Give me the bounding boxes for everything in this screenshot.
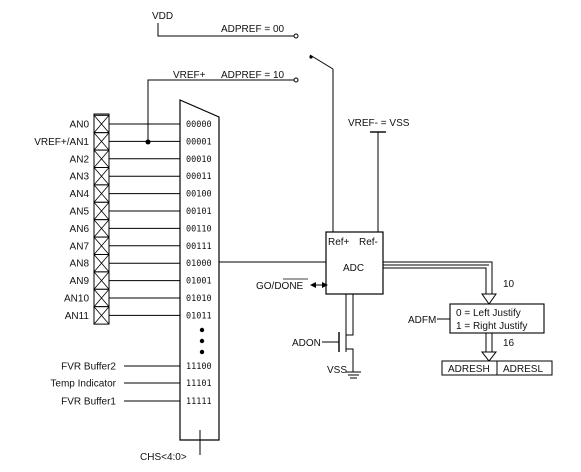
- pin-cross-b: [93, 115, 110, 133]
- channel-code: 01000: [186, 259, 212, 269]
- adpref-switch: [309, 54, 334, 70]
- adon-drain: [346, 294, 354, 336]
- channel-label: AN7: [70, 241, 90, 252]
- vref-minus-label: VREF- = VSS: [348, 118, 410, 129]
- bus10-arrow: [481, 293, 497, 305]
- bus16-label: 16: [503, 338, 515, 349]
- channel-code: 00001: [186, 137, 212, 147]
- channel-label: AN3: [70, 172, 90, 183]
- channel-label: AN9: [70, 276, 90, 287]
- internal-channel-code: 11111: [186, 397, 212, 407]
- adc-block: [325, 231, 384, 295]
- internal-channel-code: 11101: [186, 379, 212, 389]
- channel-code: 01011: [186, 311, 212, 321]
- channel-code: 00101: [186, 207, 212, 217]
- mux-select-codes: 00000 00001 00010 00011 00100 00101 00110 00111…: [186, 120, 212, 407]
- adfm-label: ADFM: [408, 315, 436, 326]
- pin-cross-b: [93, 236, 110, 255]
- channel-labels: AN0VREF+/AN1AN2AN3AN4AN5AN6AN7AN8AN9AN10…: [34, 120, 89, 322]
- channel-code: 00010: [186, 155, 212, 165]
- channel-label: AN6: [70, 224, 90, 235]
- ellipsis-dot-2: [199, 338, 205, 344]
- channel-label: AN5: [70, 207, 90, 218]
- adpref00-label: ADPREF = 00: [221, 24, 285, 35]
- channel-code: 00110: [186, 224, 212, 234]
- adc-ref-plus: Ref+: [328, 237, 350, 248]
- internal-channel-label: FVR Buffer2: [61, 362, 116, 373]
- go-done-arrow-right: [322, 282, 328, 288]
- channel-code: 00011: [186, 172, 212, 182]
- go-done-arrow-left: [310, 282, 316, 288]
- adon-label: ADON: [292, 338, 321, 349]
- adc-ref-minus: Ref-: [359, 237, 378, 248]
- channel-code: 00111: [186, 242, 212, 252]
- go-done-label: GO/DONE: [256, 281, 304, 292]
- bus16-arrow: [480, 351, 498, 362]
- pin-cross-b: [93, 306, 110, 325]
- pin-crosses: [93, 114, 110, 325]
- channel-label: AN11: [65, 311, 90, 322]
- channel-label: AN8: [70, 259, 90, 270]
- vref-plus-wire: [147, 79, 295, 142]
- internal-channel-label: FVR Buffer1: [61, 397, 116, 408]
- adresl-register: [496, 360, 553, 376]
- adpref10-label: ADPREF = 10: [221, 70, 285, 81]
- channel-label: VREF+/AN1: [34, 137, 89, 148]
- vref-plus-label: VREF+: [173, 70, 206, 81]
- adresl-label: ADRESL: [503, 364, 543, 375]
- pin-cross-b: [93, 254, 110, 273]
- vdd-wire: [157, 23, 295, 37]
- pin-cross-b: [93, 271, 110, 290]
- channel-label: AN2: [70, 154, 90, 165]
- vdd-label: VDD: [152, 11, 173, 22]
- channel-label: AN4: [70, 189, 90, 200]
- channel-label: AN0: [70, 120, 90, 131]
- internal-channel-code: 11100: [186, 362, 212, 372]
- pin-cross-b: [93, 149, 110, 168]
- channel-code: 00100: [186, 190, 212, 200]
- justify-box: [449, 303, 545, 334]
- pin-cross-b: [93, 184, 110, 203]
- chs-label: CHS<4:0>: [140, 452, 187, 463]
- switch-pivot: [309, 55, 313, 59]
- adpref00-terminal: [293, 33, 299, 39]
- vref-plus-junction: [145, 139, 151, 145]
- vss-label: VSS: [327, 365, 347, 376]
- bus10-inner: [383, 267, 487, 296]
- bus10-label: 10: [503, 279, 515, 290]
- justify-left: 0 = Left Justify: [456, 308, 521, 319]
- bus10-outer: [383, 261, 493, 296]
- adc-label: ADC: [343, 263, 364, 274]
- adpref10-terminal: [293, 77, 299, 83]
- channel-code: 00000: [186, 120, 212, 130]
- pin-cross-b: [93, 167, 110, 186]
- internal-channel-label: Temp Indicator: [50, 379, 116, 390]
- channel-code: 01010: [186, 294, 212, 304]
- ellipsis-dot-3: [199, 349, 205, 355]
- pin-cross-b: [93, 132, 110, 151]
- ellipsis-dot-1: [199, 327, 205, 333]
- pin-cross-b: [93, 219, 110, 238]
- adon-source: [346, 348, 354, 372]
- analog-mux: [179, 99, 220, 441]
- channel-wires: [109, 123, 180, 316]
- channel-code: 01001: [186, 277, 212, 287]
- channel-label: AN10: [64, 294, 89, 305]
- pin-cross-b: [93, 289, 110, 307]
- pin-cross-b: [93, 202, 110, 220]
- justify-right: 1 = Right Justify: [456, 321, 527, 332]
- adresh-label: ADRESH: [448, 364, 490, 375]
